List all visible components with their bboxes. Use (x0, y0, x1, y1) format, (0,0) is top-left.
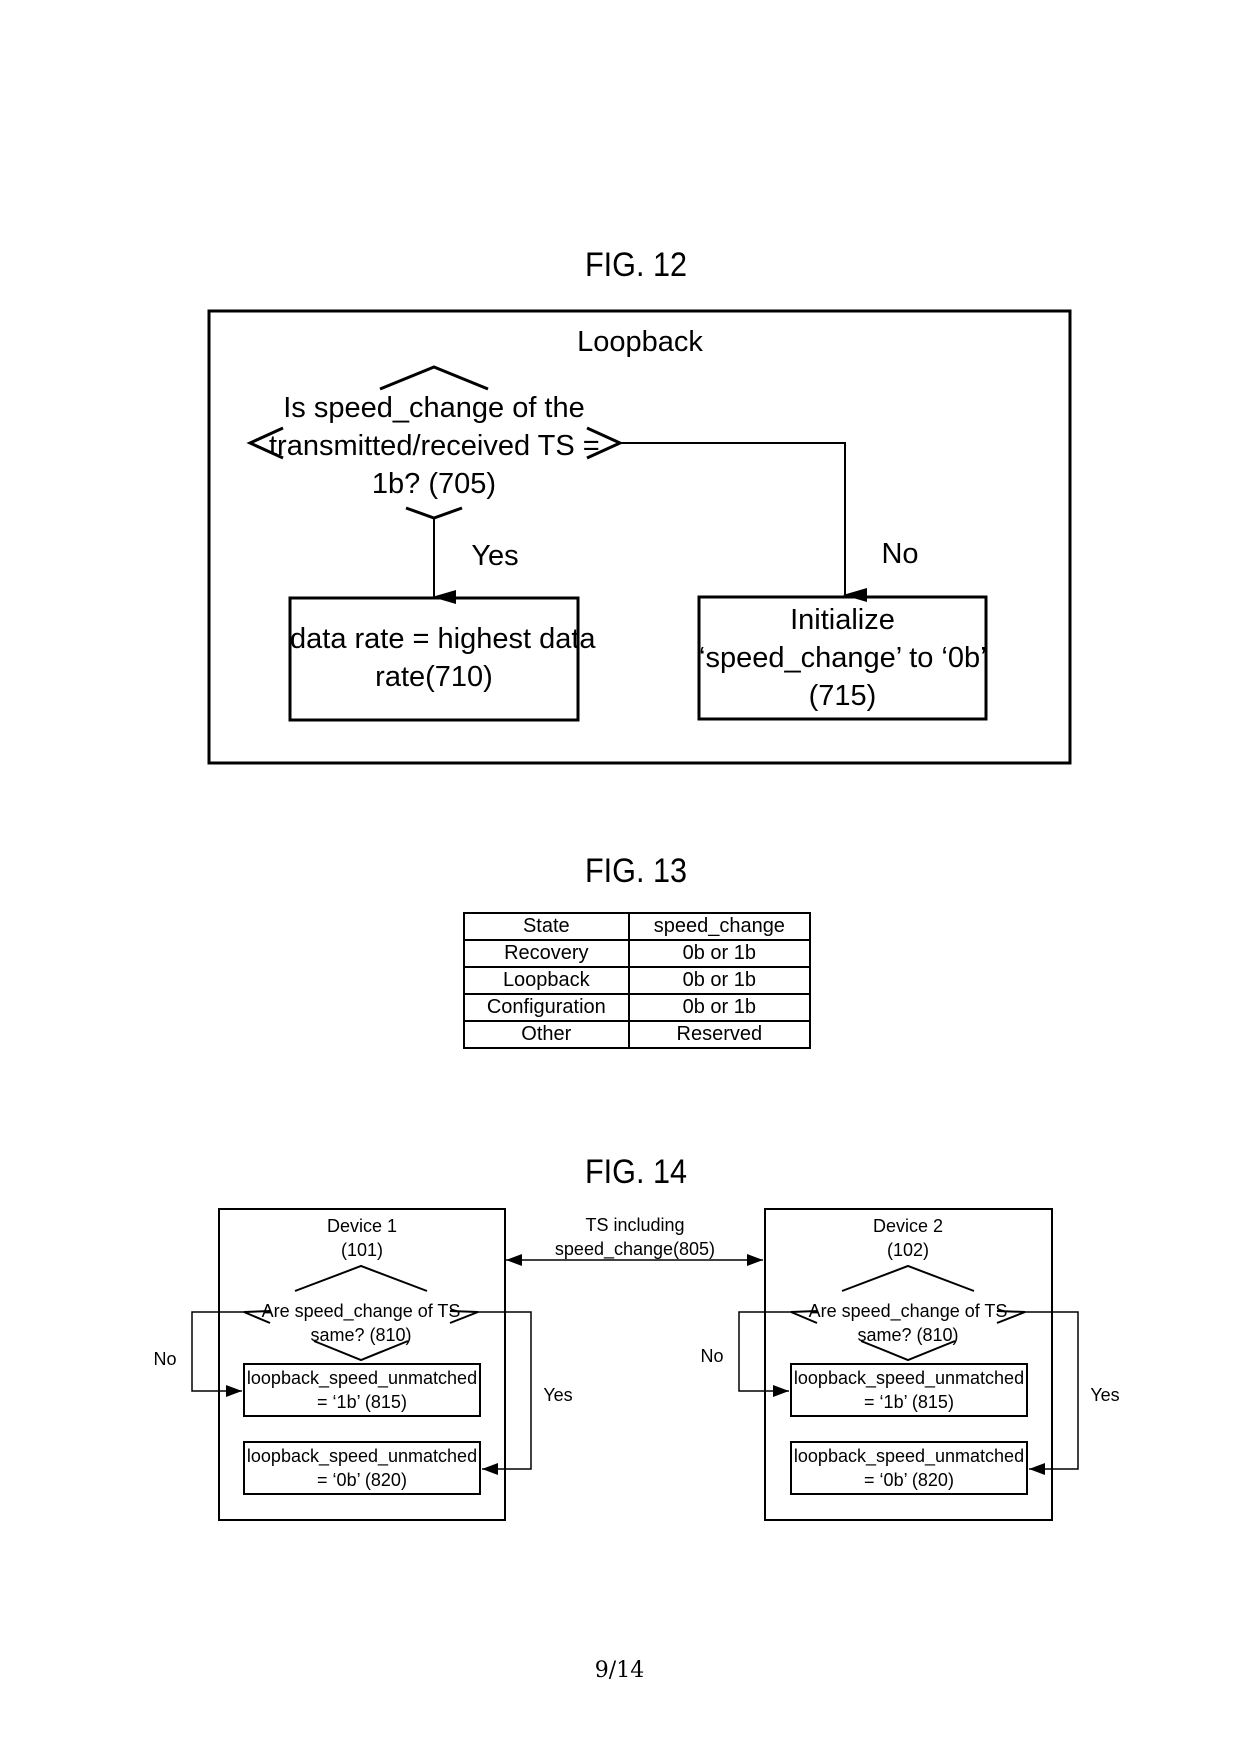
cell-state: Recovery (463, 939, 630, 968)
cell-speed-change: 0b or 1b (627, 966, 812, 995)
device2-box-820: loopback_speed_unmatched = ‘0b’ (820) (791, 1444, 1027, 1492)
fig12-title: FIG. 12 (584, 246, 688, 284)
device2-frame (764, 1208, 1053, 1521)
fig12-decision-705: Is speed_change of the transmitted/recei… (269, 389, 600, 503)
device2-no-connector (738, 1311, 791, 1397)
ts-link-label: TS including speed_change(805) (535, 1213, 735, 1261)
decision-line: Are speed_change of TS (808, 1301, 1008, 1321)
cell-state: Other (463, 1020, 630, 1049)
device1-title: Device 1 (101) (262, 1214, 462, 1262)
device2-yes-label: Yes (1090, 1385, 1120, 1405)
box-line: (715) (808, 680, 877, 712)
fig12-loopback-container (207, 309, 1072, 765)
decision-line: Are speed_change of TS (261, 1301, 461, 1321)
device1-frame (218, 1208, 506, 1521)
fig12-no-connector (620, 442, 867, 602)
link-label-line: speed_change(805) (554, 1239, 716, 1259)
device-name: Device 2 (872, 1216, 944, 1236)
table-row: Configuration 0b or 1b (463, 993, 812, 1022)
fig13-title: FIG. 13 (584, 852, 688, 890)
device1-box-815: loopback_speed_unmatched = ‘1b’ (815) (244, 1366, 480, 1414)
box-line: data rate = highest data (290, 623, 596, 655)
page-number: 9/14 (594, 1658, 645, 1683)
device-ref: (102) (886, 1240, 930, 1260)
device2-no-label: No (700, 1346, 724, 1366)
decision-line: transmitted/received TS = (269, 430, 600, 462)
box-line: rate(710) (375, 661, 493, 693)
box-line: = ‘0b’ (820) (864, 1470, 954, 1490)
device2-box-815-frame (790, 1363, 1028, 1417)
device2-box-815: loopback_speed_unmatched = ‘1b’ (815) (791, 1366, 1027, 1414)
header-speed-change: speed_change (627, 912, 812, 941)
fig14-title: FIG. 14 (584, 1153, 688, 1191)
fig12-no-label: No (881, 538, 919, 570)
device2-yes-connector (1025, 1311, 1079, 1475)
fig12-box-715: Initialize ‘speed_change’ to ‘0b’ (715) (699, 601, 987, 715)
box-line: ‘speed_change’ to ‘0b’ (699, 642, 987, 674)
device2-box-820-frame (790, 1441, 1028, 1495)
fig12-box-715-frame (697, 595, 988, 721)
device1-yes-connector (478, 1311, 532, 1475)
decision-line: Is speed_change of the (283, 392, 585, 424)
decision-line: 1b? (705) (371, 468, 497, 500)
box-line: loopback_speed_unmatched (793, 1446, 1025, 1466)
table-header-row: State speed_change (463, 912, 812, 941)
box-line: Initialize (790, 604, 895, 636)
device1-no-connector (191, 1311, 244, 1397)
device1-box-820-frame (243, 1441, 481, 1495)
box-line: = ‘1b’ (815) (864, 1392, 954, 1412)
device1-box-820: loopback_speed_unmatched = ‘0b’ (820) (244, 1444, 480, 1492)
box-line: loopback_speed_unmatched (246, 1368, 478, 1388)
device1-no-label: No (153, 1349, 177, 1369)
table-row: Other Reserved (463, 1020, 812, 1049)
table-row: Loopback 0b or 1b (463, 966, 812, 995)
decision-line: same? (810) (310, 1325, 412, 1345)
header-state: State (463, 912, 630, 941)
table-row: Recovery 0b or 1b (463, 939, 812, 968)
cell-speed-change: 0b or 1b (627, 939, 812, 968)
link-label-line: TS including (585, 1215, 685, 1235)
state-speed-change-table: State speed_change Recovery 0b or 1b Loo… (463, 912, 812, 1049)
device1-box-815-frame (243, 1363, 481, 1417)
cell-state: Loopback (463, 966, 630, 995)
cell-state: Configuration (463, 993, 630, 1022)
fig12-yes-label: Yes (471, 540, 519, 572)
fig12-box-710-frame (288, 596, 580, 722)
decision-line: same? (810) (857, 1325, 959, 1345)
device-name: Device 1 (326, 1216, 398, 1236)
device2-title: Device 2 (102) (808, 1214, 1008, 1262)
cell-speed-change: 0b or 1b (627, 993, 812, 1022)
device1-decision-810: Are speed_change of TS same? (810) (241, 1299, 481, 1347)
device1-yes-label: Yes (543, 1385, 573, 1405)
box-line: loopback_speed_unmatched (246, 1446, 478, 1466)
device-ref: (101) (340, 1240, 384, 1260)
fig12-box-710: data rate = highest data rate(710) (290, 620, 596, 696)
box-line: = ‘1b’ (815) (317, 1392, 407, 1412)
cell-speed-change: Reserved (627, 1020, 812, 1049)
box-line: loopback_speed_unmatched (793, 1368, 1025, 1388)
device2-decision-810: Are speed_change of TS same? (810) (788, 1299, 1028, 1347)
fig12-loopback-label: Loopback (577, 326, 703, 358)
box-line: = ‘0b’ (820) (317, 1470, 407, 1490)
